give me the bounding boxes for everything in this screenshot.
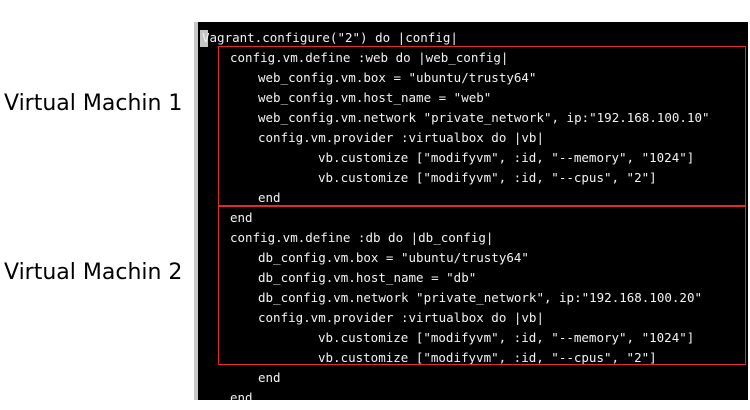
code-line: Vagrant.configure("2") do |config| (202, 30, 458, 45)
vm1-label: Virtual Machin 1 (4, 91, 183, 116)
code-line: end (258, 190, 281, 205)
code-line: web_config.vm.network "private_network",… (258, 110, 710, 125)
code-line: end (258, 370, 281, 385)
code-line: config.vm.provider :virtualbox do |vb| (258, 130, 544, 145)
vm2-highlight-box (218, 206, 746, 365)
code-line: vb.customize ["modifyvm", :id, "--cpus",… (318, 350, 657, 365)
code-line: web_config.vm.box = "ubuntu/trusty64" (258, 70, 537, 85)
terminal-window[interactable]: Vagrant.configure("2") do |config| confi… (194, 22, 748, 400)
code-line: config.vm.define :web do |web_config| (230, 50, 509, 65)
code-line: db_config.vm.network "private_network", … (258, 290, 703, 305)
code-line: vb.customize ["modifyvm", :id, "--cpus",… (318, 170, 657, 185)
text-cursor (200, 30, 208, 47)
code-line: vb.customize ["modifyvm", :id, "--memory… (318, 330, 695, 345)
vm2-label: Virtual Machin 2 (4, 260, 183, 285)
code-line: end (230, 210, 253, 225)
code-line: web_config.vm.host_name = "web" (258, 90, 492, 105)
code-line: end (230, 390, 253, 400)
code-line: vb.customize ["modifyvm", :id, "--memory… (318, 150, 695, 165)
code-line: db_config.vm.host_name = "db" (258, 270, 477, 285)
code-line: config.vm.define :db do |db_config| (230, 230, 494, 245)
code-line: config.vm.provider :virtualbox do |vb| (258, 310, 544, 325)
code-line: db_config.vm.box = "ubuntu/trusty64" (258, 250, 529, 265)
vm1-highlight-box (218, 46, 746, 206)
